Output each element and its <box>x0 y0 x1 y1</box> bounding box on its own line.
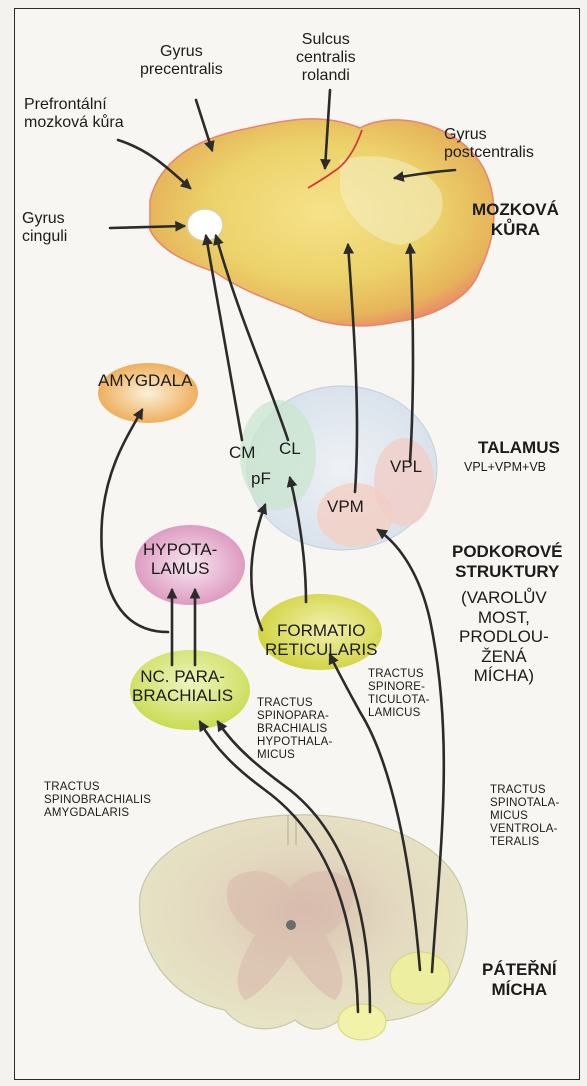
arrow-vpl-to-cortex <box>410 245 413 462</box>
label-paterni-micha: PÁTEŘNÍ MÍCHA <box>482 960 557 999</box>
spinal-tract-left <box>338 1004 386 1040</box>
label-amygdala: AMYGDALA <box>98 372 192 391</box>
central-canal <box>286 920 296 930</box>
label-pf: pF <box>251 470 271 489</box>
label-cm: CM <box>229 444 255 463</box>
label-talamus-sub: VPL+VPM+VB <box>464 460 546 474</box>
label-formatio-reticularis: FORMATIO RETICULARIS <box>265 622 377 659</box>
label-vpl: VPL <box>390 458 422 477</box>
label-podkorove-struktury: PODKOROVÉ STRUKTURY <box>452 542 563 581</box>
label-sulcus-centralis: Sulcus centralis rolandi <box>296 31 356 85</box>
label-gyrus-postcentralis: Gyrus postcentralis <box>444 126 534 162</box>
label-cl: CL <box>279 440 301 459</box>
label-gyrus-precentralis: Gyrus precentralis <box>140 43 223 79</box>
thalamus-vpl-region <box>374 438 434 526</box>
label-mozkova-kura: MOZKOVÁ KŮRA <box>472 200 559 239</box>
label-prefrontal-cortex: Prefrontální mozková kůra <box>24 96 124 132</box>
arrow-formatio-to-pf <box>251 505 265 630</box>
label-nc-parabrachialis: NC. PARA- BRACHIALIS <box>132 668 233 705</box>
label-talamus: TALAMUS <box>478 438 560 458</box>
label-podkorove-sub: (VAROLŮV MOST, PRODLOU- ŽENÁ MÍCHA) <box>459 588 549 686</box>
label-tractus-spinobrachialis: TRACTUS SPINOBRACHIALIS AMYGDALARIS <box>44 781 151 820</box>
arrow-parabrachialis-to-amygdala <box>101 410 168 632</box>
label-vpm: VPM <box>327 498 364 517</box>
label-hypotalamus: HYPOTA- LAMUS <box>143 541 217 578</box>
label-tractus-spinoreticulotalamicus: TRACTUS SPINORE- TICULOTA- LAMICUS <box>368 668 430 720</box>
label-tractus-spinotalamicus: TRACTUS SPINOTALA- MICUS VENTROLA- TERAL… <box>490 784 560 848</box>
label-gyrus-cinguli: Gyrus cinguli <box>22 210 67 246</box>
label-tractus-spinoparabrachialis: TRACTUS SPINOPARA- BRACHIALIS HYPOTHALA-… <box>257 697 333 761</box>
